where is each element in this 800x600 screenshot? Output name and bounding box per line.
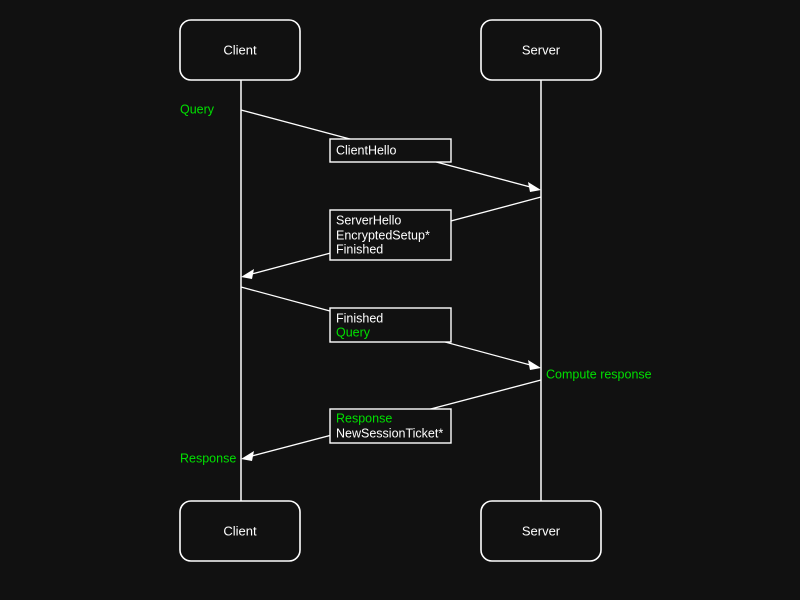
message-finished-query-arrowhead [528, 360, 541, 370]
message-label-box-server-hello[interactable]: ServerHello EncryptedSetup* Finished [329, 209, 452, 261]
actor-box-server-top-rect [480, 19, 602, 81]
actor-box-client-bottom[interactable]: Client [179, 500, 301, 562]
message-label-box-response-ticket[interactable]: Response NewSessionTicket* [329, 408, 452, 444]
actor-box-server-top[interactable]: Server [480, 19, 602, 81]
message-label-server-hello-line-1: EncryptedSetup* [336, 228, 430, 242]
actor-box-client-top-rect [179, 19, 301, 81]
message-label-client-hello-line-0: ClientHello [336, 143, 396, 157]
message-label-box-response-ticket-rect [329, 408, 452, 444]
message-label-server-hello-line-2: Finished [336, 242, 383, 256]
lifelines-group [240, 80, 542, 501]
message-label-finished-query-line-0: Finished [336, 311, 383, 325]
message-label-box-server-hello-rect [329, 209, 452, 261]
actor-box-server-bottom-rect [480, 500, 602, 562]
actor-box-server-bottom[interactable]: Server [480, 500, 602, 562]
note-compute-response: Compute response [546, 367, 652, 381]
message-client-hello-arrowhead [528, 182, 541, 192]
message-label-box-finished-query[interactable]: Finished Query [329, 307, 452, 343]
message-label-box-client-hello[interactable]: ClientHello [329, 138, 452, 163]
message-server-hello-arrowhead [241, 269, 254, 279]
actor-box-client-bottom-rect [179, 500, 301, 562]
actor-label-client-bottom: Client [223, 523, 257, 538]
message-label-server-hello-line-0: ServerHello [336, 213, 401, 227]
message-response-ticket-arrowhead [241, 451, 254, 461]
actor-box-client-top[interactable]: Client [179, 19, 301, 81]
actor-label-server-top: Server [522, 42, 561, 57]
actor-label-client-top: Client [223, 42, 257, 57]
note-query: Query [180, 102, 215, 116]
message-label-response-ticket-line-1: NewSessionTicket* [336, 426, 443, 440]
message-label-response-ticket-line-0: Response [336, 411, 392, 425]
message-label-box-client-hello-rect [329, 138, 452, 163]
actor-label-server-bottom: Server [522, 523, 561, 538]
note-response: Response [180, 451, 236, 465]
message-label-finished-query-line-1: Query [336, 325, 371, 339]
message-label-box-finished-query-rect [329, 307, 452, 343]
